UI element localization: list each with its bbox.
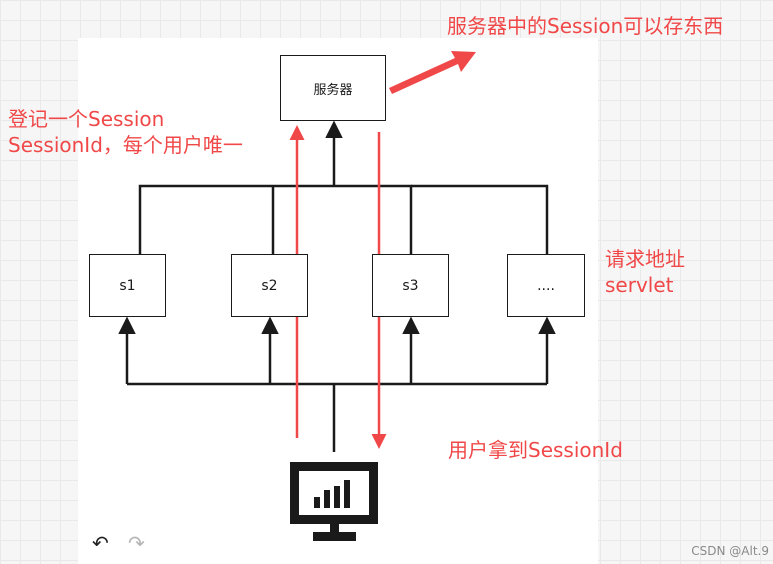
- annotation-request-address: 请求地址 servlet: [605, 246, 685, 298]
- connector-s1-to-server: [138, 184, 334, 254]
- annotation-user-gets-id: 用户拿到SessionId: [448, 438, 623, 462]
- client-monitor-icon: [290, 462, 378, 541]
- undo-redo-toolbar: ↶ ↷: [80, 526, 160, 564]
- annotation-register-session: 登记一个Session SessionId，每个用户唯一: [8, 106, 243, 158]
- servlet-node-s2[interactable]: s2: [231, 254, 308, 317]
- red-arrow-storage: [389, 51, 476, 94]
- server-node[interactable]: 服务器: [280, 55, 386, 121]
- connector-s4-to-server: [411, 184, 549, 254]
- annotation-request-line2: servlet: [605, 273, 674, 297]
- annotation-register-line2: SessionId，每个用户唯一: [8, 133, 243, 157]
- annotation-server-storage: 服务器中的Session可以存东西: [447, 14, 724, 38]
- annotation-register-line1: 登记一个Session: [8, 107, 165, 131]
- undo-icon[interactable]: ↶: [92, 533, 109, 555]
- watermark: CSDN @Alt.9: [691, 544, 769, 558]
- annotation-request-line1: 请求地址: [605, 247, 685, 271]
- servlet-node-s1[interactable]: s1: [89, 254, 166, 317]
- connector-s3-to-server: [334, 184, 413, 254]
- servlet-node-s3[interactable]: s3: [372, 254, 449, 317]
- servlet-node-more[interactable]: ....: [507, 254, 585, 317]
- redo-icon[interactable]: ↷: [128, 533, 145, 555]
